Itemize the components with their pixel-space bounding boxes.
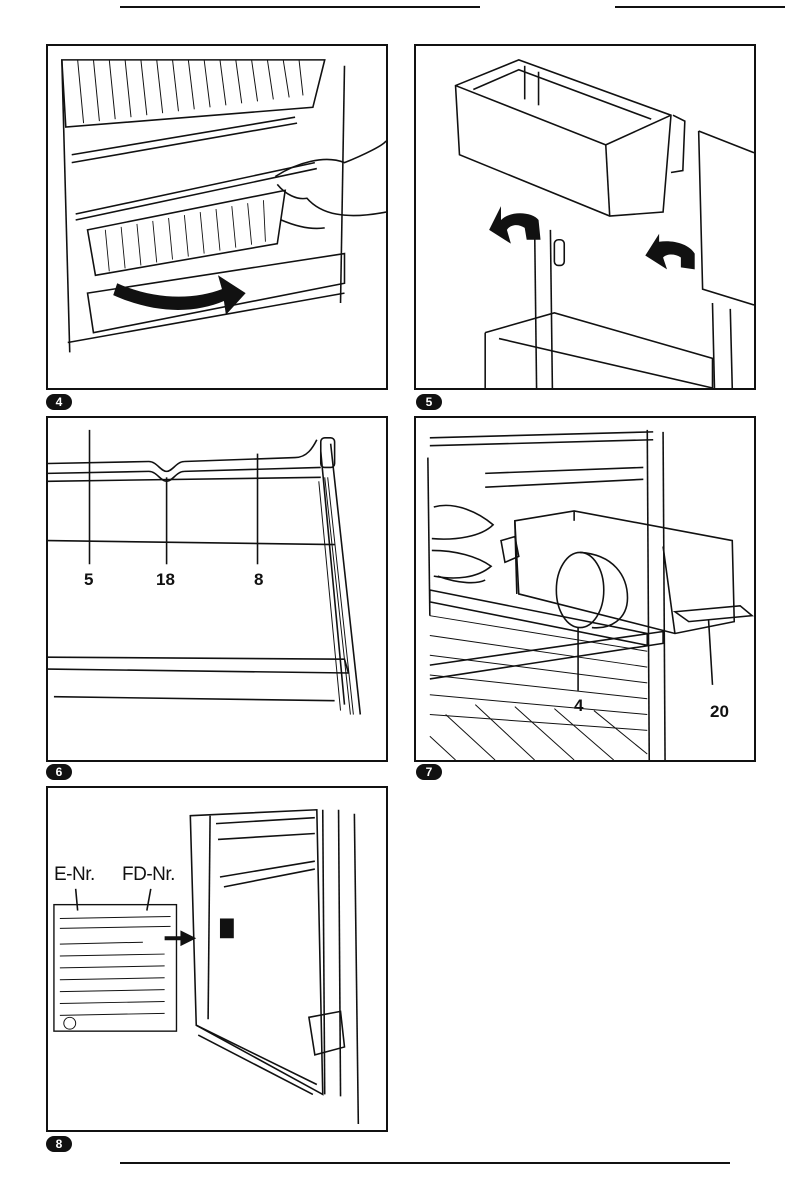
figure-6-badge: 6	[46, 764, 72, 780]
figure-6-panel: 5 18 8	[46, 416, 388, 762]
callout-20: 20	[710, 702, 729, 722]
figure-7-panel: 4 20	[414, 416, 756, 762]
callout-8: 8	[254, 570, 263, 590]
callout-4: 4	[574, 696, 583, 716]
top-rule	[120, 6, 480, 8]
figure-5-illustration	[416, 46, 754, 388]
figure-8-illustration	[48, 788, 386, 1130]
plate-label-e-nr: E-Nr.	[54, 864, 95, 886]
figure-4-badge: 4	[46, 394, 72, 410]
figure-8-badge: 8	[46, 1136, 72, 1152]
callout-5: 5	[84, 570, 93, 590]
figure-7-badge: 7	[416, 764, 442, 780]
figure-8-panel: E-Nr. FD-Nr.	[46, 786, 388, 1132]
figure-7-illustration	[416, 418, 754, 760]
figure-6-illustration	[48, 418, 386, 760]
figure-5-badge: 5	[416, 394, 442, 410]
figure-4-panel	[46, 44, 388, 390]
figure-4-illustration	[48, 46, 386, 388]
top-rule-right	[615, 6, 785, 8]
bottom-rule	[120, 1162, 730, 1164]
figure-5-panel	[414, 44, 756, 390]
callout-18: 18	[156, 570, 175, 590]
plate-label-fd-nr: FD-Nr.	[122, 864, 175, 886]
